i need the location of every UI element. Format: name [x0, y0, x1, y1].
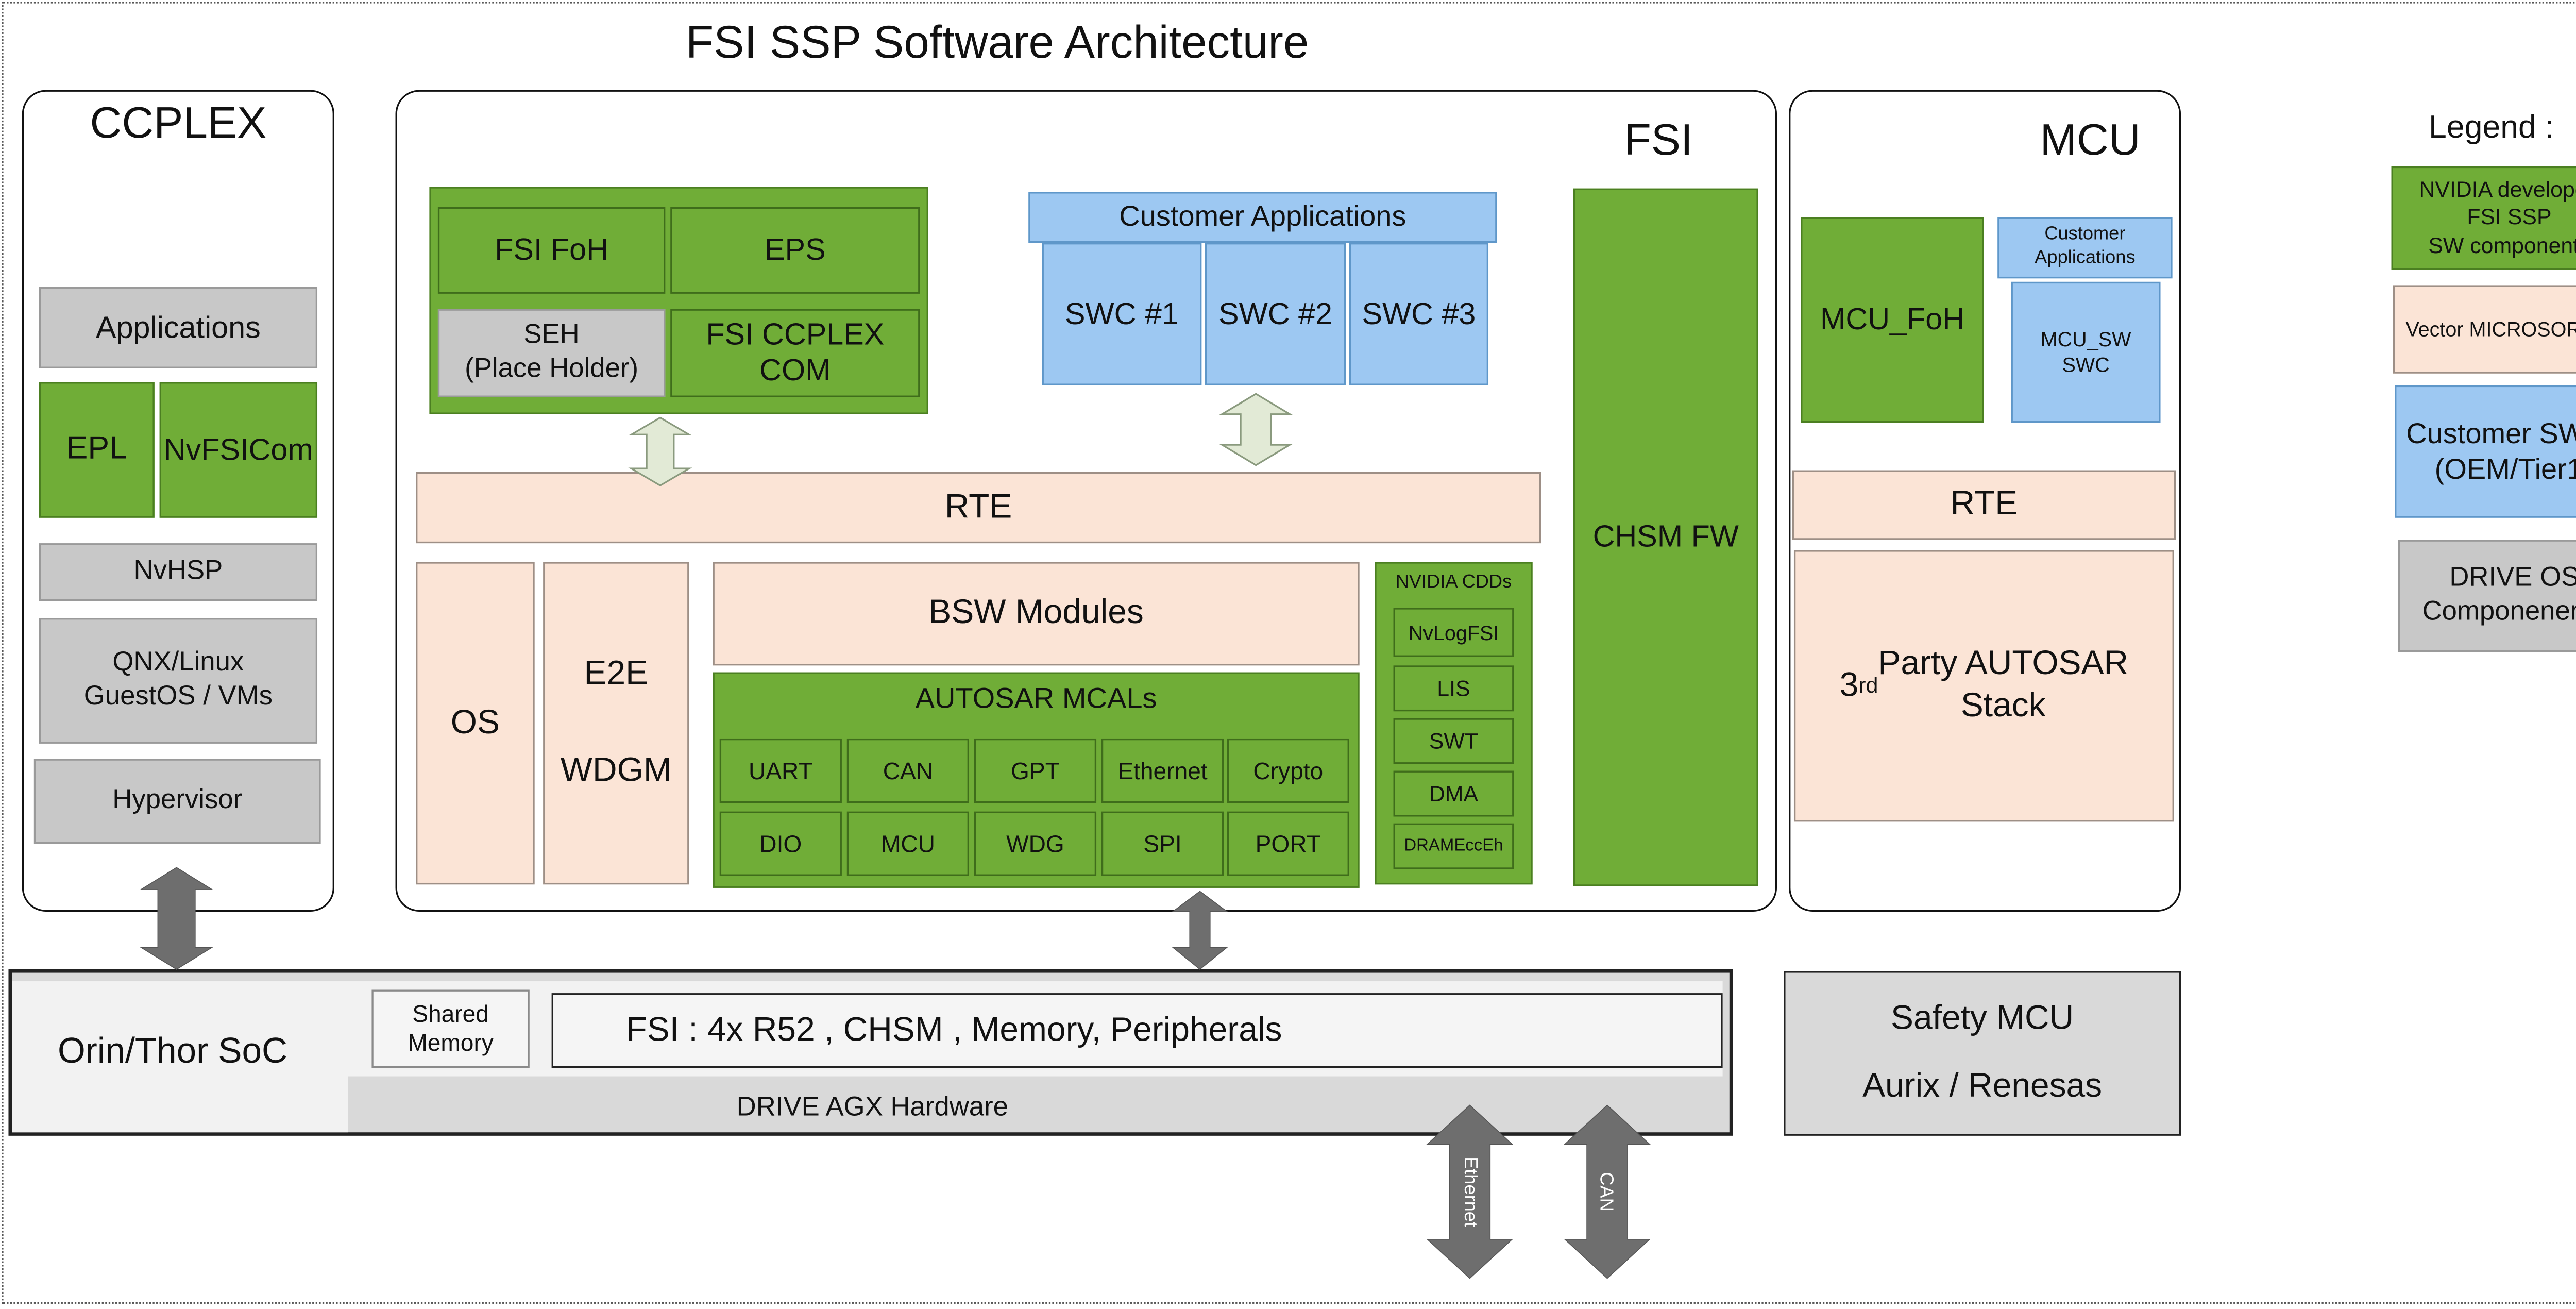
guestos-box: QNX/Linux GuestOS / VMs — [39, 618, 318, 744]
fsi-rte-box: RTE — [416, 472, 1541, 544]
ccplex-title: CCPLEX — [90, 96, 267, 148]
mcal-can: CAN — [846, 738, 969, 803]
mcu-sw-swc-box: MCU_SW SWC — [2011, 281, 2161, 423]
soc-light-extension — [12, 1076, 348, 1133]
can-arrow — [1564, 1104, 1651, 1279]
fsi-title: FSI — [1624, 113, 1693, 165]
aurix-label: Aurix / Renesas — [1862, 1068, 2103, 1105]
autosar-pre: 3 — [1839, 666, 1859, 704]
arrow-swc-rte — [1218, 393, 1293, 466]
legend-drive-os: DRIVE OS Componenents — [2398, 540, 2576, 652]
cdd-drameccch: DRAMEccEh — [1393, 823, 1514, 869]
nvhsp-box: NvHSP — [39, 543, 318, 601]
eps-box: EPS — [670, 207, 920, 294]
cdd-nvlogfsi: NvLogFSI — [1393, 608, 1514, 657]
mcal-mcu: MCU — [846, 811, 969, 876]
nvfsicom-box: NvFSICom — [159, 382, 318, 518]
can-label: CAN — [1596, 1172, 1617, 1211]
swc1-box: SWC #1 — [1042, 243, 1202, 385]
safety-mcu-label: Safety MCU — [1891, 1000, 2074, 1037]
legend-nvidia: NVIDIA developed FSI SSP SW components — [2391, 166, 2576, 270]
customer-applications-box: Customer Applications — [1028, 192, 1497, 243]
mcu-customer-applications-box: Customer Applications — [1997, 217, 2173, 279]
legend-vector: Vector MICROSOR SIP — [2393, 285, 2576, 374]
fsi-hardware-box: FSI : 4x R52 , CHSM , Memory, Peripheral… — [551, 993, 1723, 1068]
fsi-ccplex-com-box: FSI CCPLEX COM — [670, 309, 920, 397]
wdgm-label: WDGM — [560, 752, 672, 790]
epl-box: EPL — [39, 382, 155, 518]
safety-mcu-box: Safety MCU Aurix / Renesas — [1784, 971, 2181, 1136]
shared-memory-box: Shared Memory — [371, 989, 530, 1068]
cdd-dma: DMA — [1393, 770, 1514, 817]
e2e-label: E2E — [584, 655, 649, 693]
drive-agx-label: DRIVE AGX Hardware — [736, 1093, 1008, 1122]
os-box: OS — [416, 562, 535, 885]
bsw-modules-box: BSW Modules — [713, 562, 1360, 666]
mcal-crypto: Crypto — [1227, 738, 1349, 803]
fsi-hardware-label: FSI : 4x R52 , CHSM , Memory, Peripheral… — [626, 1011, 1282, 1049]
fsi-foh-box: FSI FoH — [437, 207, 666, 294]
autosar-sup: rd — [1858, 672, 1878, 698]
hypervisor-box: Hypervisor — [33, 759, 321, 844]
ethernet-label: Ethernet — [1461, 1156, 1482, 1227]
mcal-ethernet: Ethernet — [1101, 738, 1224, 803]
mcal-spi: SPI — [1101, 811, 1224, 876]
mcu-rte-box: RTE — [1792, 470, 2176, 540]
mcal-gpt: GPT — [974, 738, 1097, 803]
diagram-title: FSI SSP Software Architecture — [685, 16, 1309, 68]
soc-label: Orin/Thor SoC — [58, 1032, 287, 1071]
applications-box: Applications — [39, 287, 318, 368]
cdd-lis: LIS — [1393, 665, 1514, 712]
swc2-box: SWC #2 — [1205, 243, 1346, 385]
legend-customer: Customer SWCs (OEM/Tier1) — [2395, 385, 2576, 518]
autosar-mcals-title: AUTOSAR MCALs — [915, 682, 1157, 715]
arrow-fsi-hardware — [1171, 891, 1229, 970]
cdd-swt: SWT — [1393, 718, 1514, 764]
autosar-post: Party AUTOSAR Stack — [1878, 645, 2129, 725]
arrow-ssp-rte — [628, 416, 692, 487]
ethernet-arrow — [1426, 1104, 1514, 1279]
nvidia-cdds-title: NVIDIA CDDs — [1395, 572, 1512, 593]
legend-title: Legend : — [2429, 110, 2554, 146]
arrow-ccplex-hardware — [139, 867, 214, 970]
swc3-box: SWC #3 — [1349, 243, 1489, 385]
e2e-wdgm-box: E2E WDGM — [543, 562, 689, 885]
seh-box: SEH (Place Holder) — [437, 309, 666, 397]
chsm-fw-box: CHSM FW — [1573, 188, 1758, 886]
mcu-foh-box: MCU_FoH — [1801, 217, 1984, 423]
mcal-uart: UART — [719, 738, 842, 803]
mcu-title: MCU — [2040, 113, 2141, 165]
mcal-wdg: WDG — [974, 811, 1097, 876]
mcal-port: PORT — [1227, 811, 1349, 876]
mcal-dio: DIO — [719, 811, 842, 876]
